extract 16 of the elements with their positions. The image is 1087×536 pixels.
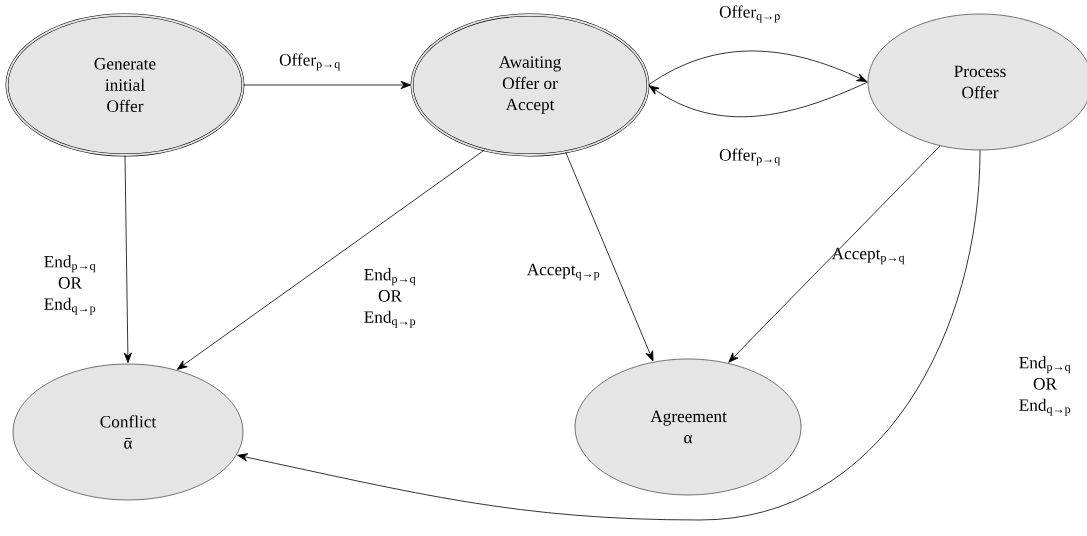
edge-label: Accept$_{q→p}$ (526, 263, 600, 281)
arrow (242, 80, 411, 90)
arrow (648, 81, 869, 118)
edge-label: Offer$_{p→q}$ (719, 148, 781, 166)
arrow (647, 50, 868, 86)
edge-label: Offer$_{p→q}$ (279, 53, 341, 71)
arrow (237, 149, 981, 521)
edge-label: End$_{p→q}$ OR End$_{q→p}$ (1019, 356, 1071, 416)
arrow (123, 154, 132, 363)
edge-label: Accept$_{p→q}$ (831, 247, 905, 265)
edge-label: End$_{p→q}$ OR End$_{q→p}$ (364, 268, 416, 328)
arrow (565, 151, 654, 362)
arrow (176, 149, 485, 370)
arrow (728, 145, 941, 363)
edge-label: Offer$_{q→p}$ (719, 5, 780, 23)
edge-label: End$_{p→q}$ OR End$_{q→p}$ (44, 255, 96, 315)
